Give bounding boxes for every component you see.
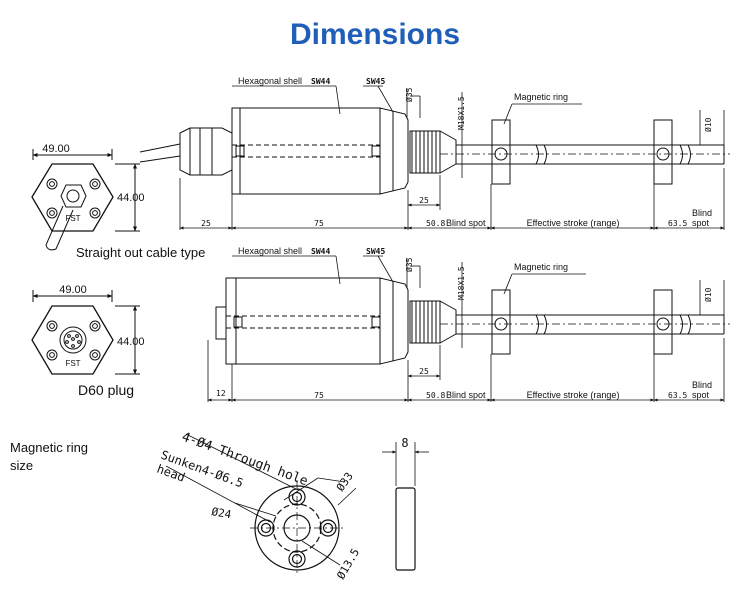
sensor-side-view-top: [139, 107, 730, 195]
sw45-label-top: SW45: [366, 77, 385, 86]
d10-label-top: Ø10: [703, 117, 713, 132]
blind-spot-end-top-1: Blind: [692, 208, 712, 218]
dim-50-8-top: 50.8: [426, 219, 445, 228]
blind-spot-start-bottom: Blind spot: [446, 390, 486, 400]
dim-12-bottom: 12: [216, 389, 226, 398]
plug-caption: D60 plug: [78, 382, 135, 398]
magnetic-ring-label-bottom: Magnetic ring: [514, 262, 568, 272]
dim-25-thread-bottom: 25: [419, 367, 429, 376]
magnetic-ring-face-view: [165, 433, 357, 576]
thread-label-bottom: M18X1.5: [457, 266, 466, 300]
dim-50-8-bottom: 50.8: [426, 391, 445, 400]
hexagonal-shell-label-top: Hexagonal shell: [238, 76, 302, 86]
fst-logo-top: FST: [65, 214, 80, 223]
dim-75-top: 75: [314, 219, 324, 228]
dim-75-bottom: 75: [314, 391, 324, 400]
dim-63-5-top: 63.5: [668, 219, 687, 228]
effective-stroke-top: Effective stroke (range): [527, 218, 620, 228]
magnetic-ring-label-top: Magnetic ring: [514, 92, 568, 102]
sw44-label-top: SW44: [311, 77, 330, 86]
sw45-label-bottom: SW45: [366, 247, 385, 256]
hex-width-dim-bottom: 49.00: [59, 284, 87, 296]
magnetic-ring-side-view: [382, 442, 429, 571]
hex-end-view-cable: [31, 149, 140, 251]
sw44-label-bottom: SW44: [311, 247, 330, 256]
ring-size-label-line1: Magnetic ring: [10, 440, 89, 455]
page-title: Dimensions: [289, 18, 461, 51]
blind-spot-end-top-2: spot: [692, 218, 710, 228]
hex-height-dim-top: 44.00: [117, 192, 145, 204]
cable-type-caption: Straight out cable type: [76, 245, 206, 260]
blind-spot-end-bottom-1: Blind: [692, 380, 712, 390]
dimension-lines-top: [179, 85, 725, 230]
dim-63-5-bottom: 63.5: [668, 391, 687, 400]
d35-label-top: Ø35: [404, 87, 414, 102]
d24-label: Ø24: [210, 505, 232, 521]
hex-end-view-plug: [31, 290, 140, 375]
ring-size-label-line2: size: [10, 458, 34, 473]
d10-label-bottom: Ø10: [703, 287, 713, 302]
hexagonal-shell-label-bottom: Hexagonal shell: [238, 246, 302, 256]
dim-25-left-top: 25: [201, 219, 211, 228]
effective-stroke-bottom: Effective stroke (range): [527, 390, 620, 400]
hex-height-dim-bottom: 44.00: [117, 336, 145, 348]
dimension-lines-bottom: [207, 255, 725, 402]
thread-label-top: M18X1.5: [457, 96, 466, 130]
ring-thickness-label: 8: [401, 436, 408, 450]
d35-label-bottom: Ø35: [404, 257, 414, 272]
dim-25-thread-top: 25: [419, 196, 429, 205]
blind-spot-start-top: Blind spot: [446, 218, 486, 228]
fst-logo-bottom: FST: [65, 359, 80, 368]
blind-spot-end-bottom-2: spot: [692, 390, 710, 400]
sensor-side-view-bottom: [215, 277, 730, 365]
hex-width-dim-top: 49.00: [42, 143, 70, 155]
through-hole-label: 4-Ø4 Through hole: [180, 430, 310, 490]
d33-label: Ø33: [334, 470, 356, 494]
